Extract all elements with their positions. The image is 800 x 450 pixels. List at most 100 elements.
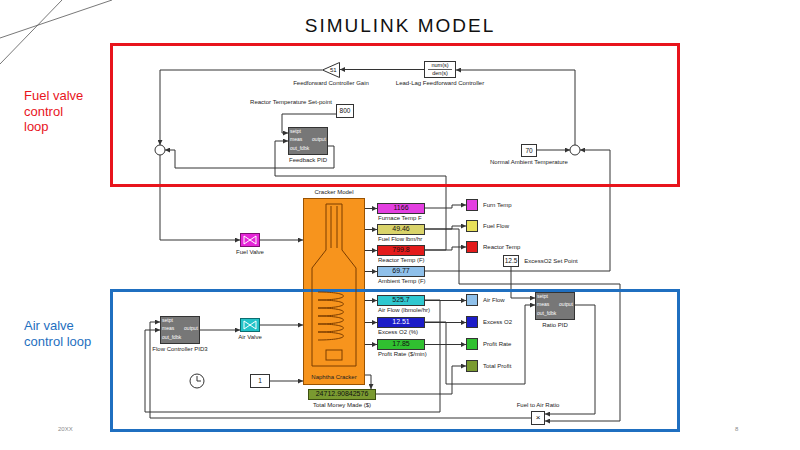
display-block: 24712.90842576Total Money Made ($) bbox=[308, 389, 376, 400]
scope-block: Profit Rate bbox=[466, 338, 478, 350]
block-text: meas bbox=[162, 326, 174, 332]
block-text: 1 bbox=[258, 377, 262, 384]
block-label: Flow Controller PID3 bbox=[151, 346, 208, 353]
block-text: 49.46 bbox=[392, 225, 410, 233]
block-label: Air Valve bbox=[237, 334, 263, 341]
block-text: meas bbox=[290, 137, 302, 143]
block-text: out_fdbk bbox=[290, 146, 309, 152]
signal-wire bbox=[365, 229, 377, 230]
block-label: Ratio PID bbox=[541, 322, 569, 329]
block-label: Fuel Flow bbox=[482, 223, 510, 230]
signal-wire bbox=[365, 208, 377, 209]
static-wires bbox=[160, 70, 610, 271]
block-label: Fuel Flow lbm/hr bbox=[377, 236, 423, 243]
block-label: Cracker Model bbox=[313, 189, 354, 196]
block-text: 24712.90842576 bbox=[316, 390, 369, 398]
signal-wire bbox=[425, 305, 535, 384]
signal-wire bbox=[376, 366, 466, 394]
signal-wire bbox=[365, 322, 377, 323]
signal-wire bbox=[200, 330, 240, 331]
pid-block: setptmeasoutputout_fdbkRatio PID bbox=[535, 292, 575, 320]
block-text: 525.7 bbox=[392, 296, 410, 304]
signal-wire bbox=[260, 240, 303, 241]
signal-wire bbox=[260, 325, 303, 326]
display-block: 799.8Reactor Temp (F) bbox=[377, 245, 425, 256]
block-label: Excess O2 bbox=[482, 319, 513, 326]
control-region: Fuel valve control loop51Feedforward Con… bbox=[110, 43, 680, 187]
block-text: 12.5 bbox=[505, 257, 518, 264]
constant-block: 70Normal Ambient Temperature bbox=[521, 144, 537, 157]
signal-wire bbox=[425, 205, 466, 208]
block-label: Total Money Made ($) bbox=[312, 402, 372, 409]
block-label: Normal Ambient Temperature bbox=[489, 159, 569, 166]
block-text: out_fdbk bbox=[537, 311, 556, 317]
block-text: Naphtha Cracker bbox=[311, 374, 356, 381]
block-text: 1166 bbox=[393, 204, 408, 212]
region-heading: Fuel valve control loop bbox=[24, 88, 84, 135]
block-text: setpt bbox=[537, 294, 548, 300]
block-label: Excess O2 (%) bbox=[377, 329, 419, 336]
block-text: den(s) bbox=[432, 70, 448, 76]
region-heading: Air valve control loop bbox=[24, 318, 106, 349]
block-label: Furn Temp bbox=[482, 202, 513, 209]
block-label: Profit Rate bbox=[482, 341, 512, 348]
display-block: 1166Furnace Temp F bbox=[377, 203, 425, 214]
gain-block: 51Feedforward Controller Gain bbox=[322, 62, 340, 78]
page-number: 8 bbox=[735, 426, 738, 433]
block-text: output bbox=[312, 137, 326, 143]
block-label: Fuel to Air Ratio bbox=[516, 402, 561, 409]
scope-block: Total Profit bbox=[466, 360, 478, 372]
block-text: 17.85 bbox=[392, 340, 410, 348]
signal-wire bbox=[365, 375, 371, 389]
block-label: ExcessO2 Set Point bbox=[523, 258, 578, 265]
signal-wire bbox=[511, 267, 535, 298]
signal-wire bbox=[425, 229, 620, 421]
block-label: Feedback PID bbox=[288, 157, 328, 164]
block-text: out_fdbk bbox=[162, 335, 181, 341]
scope-block: Fuel Flow bbox=[466, 220, 478, 232]
signal-wire bbox=[270, 381, 303, 382]
block-label: Air Flow bbox=[482, 297, 506, 304]
slide-title: SIMULINK MODEL bbox=[305, 15, 496, 37]
signal-wire bbox=[145, 300, 440, 412]
block-label: Reactor Temp (F) bbox=[377, 257, 426, 264]
display-block: 525.7Air Flow (lbmole/hr) bbox=[377, 295, 425, 306]
block-label: Profit Rate ($/min) bbox=[377, 351, 428, 358]
block-label: Air Flow (lbmole/hr) bbox=[377, 307, 431, 314]
block-label: Fuel Valve bbox=[235, 249, 265, 256]
block-label: Total Profit bbox=[482, 363, 512, 370]
pid-block: setptmeasoutputout_fdbkFeedback PID bbox=[288, 127, 328, 155]
signal-wire bbox=[425, 247, 466, 250]
valve-block: Fuel Valve bbox=[240, 233, 260, 247]
block-label: Lead-Lag Feedforward Controller bbox=[395, 80, 485, 87]
lead-lag-block: num(s)den(s)Lead-Lag Feedforward Control… bbox=[424, 61, 456, 78]
block-text: 70 bbox=[525, 147, 532, 154]
block-label: Reactor Temperature Set-point bbox=[249, 99, 333, 106]
constant-block: Reactor Temperature Set-point800 bbox=[336, 104, 354, 118]
sum-junction bbox=[155, 145, 580, 155]
constant-block: 1 bbox=[250, 374, 270, 388]
block-label: Feedforward Controller Gain bbox=[292, 80, 370, 87]
block-text: output bbox=[559, 302, 573, 308]
scope-block: Furn Temp bbox=[466, 199, 478, 211]
signal-wire bbox=[340, 69, 424, 70]
display-block: 49.46Fuel Flow lbm/hr bbox=[377, 224, 425, 235]
display-block: 17.85Profit Rate ($/min) bbox=[377, 339, 425, 350]
footer-date: 20XX bbox=[58, 426, 73, 433]
block-label: Furnace Temp F bbox=[377, 215, 423, 222]
valve-block: Air Valve bbox=[240, 318, 260, 332]
block-text: setpt bbox=[290, 129, 301, 135]
cracker-block: Cracker ModelNaphtha Cracker bbox=[303, 198, 365, 385]
block-text: 12.51 bbox=[392, 318, 410, 326]
block-text: × bbox=[536, 413, 541, 422]
block-label: Ambient Temp (F) bbox=[377, 278, 427, 285]
block-text: num(s) bbox=[431, 62, 448, 68]
block-text: 51 bbox=[330, 67, 337, 74]
block-text: setpt bbox=[162, 318, 173, 324]
display-block: 69.77Ambient Temp (F) bbox=[377, 266, 425, 277]
scope-block: Excess O2 bbox=[466, 316, 478, 328]
signal-wire bbox=[365, 344, 377, 345]
block-text: meas bbox=[537, 302, 549, 308]
scope-block: Reactor Temp bbox=[466, 241, 478, 253]
block-text: 799.8 bbox=[392, 246, 410, 254]
